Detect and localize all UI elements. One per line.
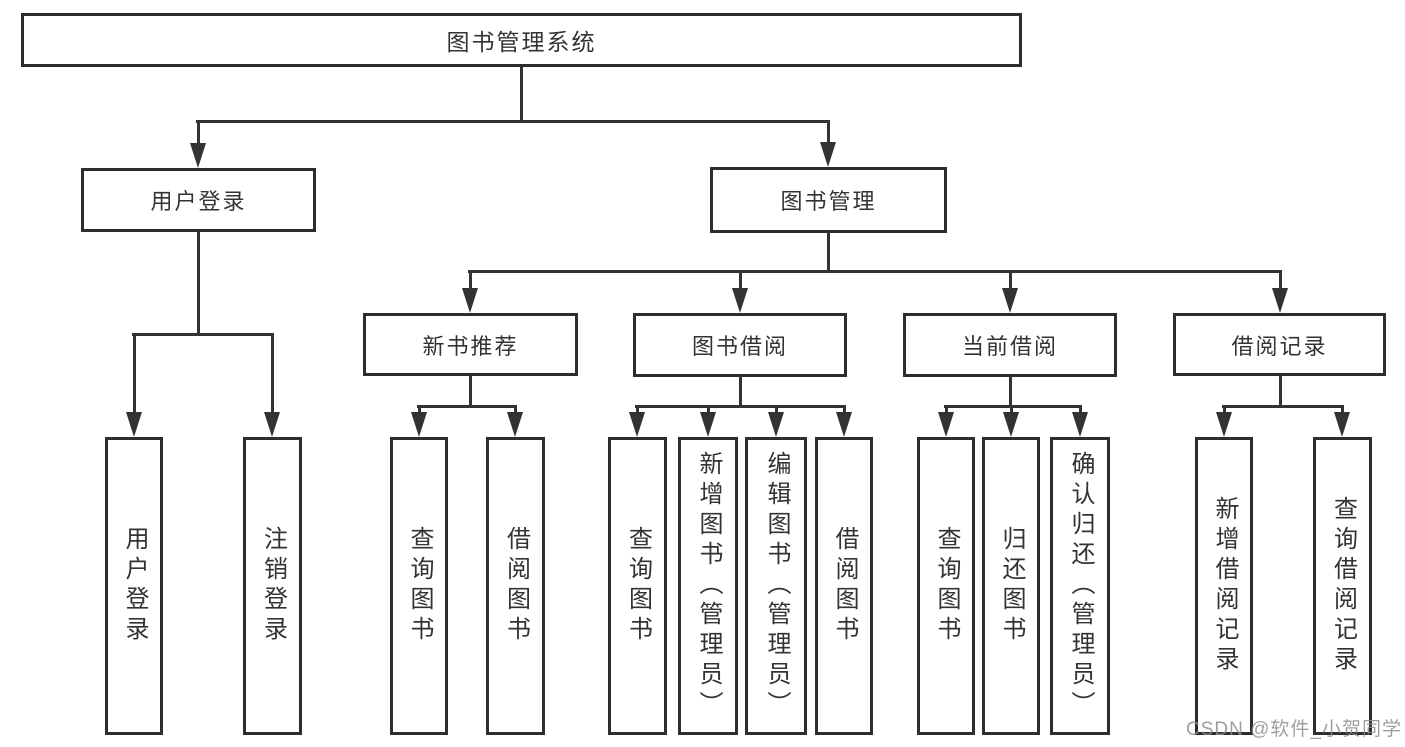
arrowhead-icon bbox=[836, 412, 852, 437]
node-label: 图书借阅 bbox=[691, 334, 788, 359]
arrowhead-icon bbox=[1216, 412, 1232, 437]
csdn-watermark: CSDN @软件_小贺同学 bbox=[1186, 719, 1402, 740]
connector-vline bbox=[706, 405, 710, 417]
arrowhead-icon bbox=[768, 412, 784, 437]
node-label: 图书管理 bbox=[780, 189, 877, 214]
connector-vline bbox=[1008, 270, 1012, 293]
connector-vline bbox=[1078, 405, 1082, 417]
node-leaf-query-books-2: 查询图书 bbox=[608, 437, 667, 735]
node-label: 当前借阅 bbox=[961, 334, 1058, 359]
arrowhead-icon bbox=[1072, 412, 1088, 437]
node-label: 用户登录 bbox=[150, 189, 247, 214]
connector-vline bbox=[738, 377, 742, 407]
connector-vline bbox=[270, 333, 274, 417]
node-leaf-query-books-3: 查询图书 bbox=[917, 437, 975, 735]
arrowhead-icon bbox=[190, 143, 206, 168]
arrowhead-icon bbox=[1003, 412, 1019, 437]
node-label: 查询图书 bbox=[406, 526, 433, 646]
arrowhead-icon bbox=[820, 142, 836, 167]
connector-vline bbox=[635, 405, 639, 417]
arrowhead-icon bbox=[411, 412, 427, 437]
connector-vline bbox=[132, 333, 136, 417]
arrowhead-icon bbox=[462, 288, 478, 313]
connector-vline bbox=[842, 405, 846, 417]
node-label: 查询借阅记录 bbox=[1329, 496, 1357, 676]
arrowhead-icon bbox=[938, 412, 954, 437]
node-label: 新增图书（管理员） bbox=[695, 451, 722, 721]
node-leaf-return-book: 归还图书 bbox=[982, 437, 1040, 735]
connector-hline bbox=[132, 333, 274, 336]
node-label: 编辑图书（管理员） bbox=[763, 451, 790, 721]
node-label: 借阅记录 bbox=[1231, 333, 1328, 359]
connector-vline bbox=[944, 405, 948, 417]
node-label: 用户登录 bbox=[121, 526, 148, 646]
node-leaf-user-login: 用户登录 bbox=[105, 437, 163, 735]
connector-vline bbox=[1009, 405, 1013, 417]
node-user-login-branch: 用户登录 bbox=[81, 168, 316, 232]
node-current-borrowing: 当前借阅 bbox=[903, 313, 1117, 377]
arrowhead-icon bbox=[629, 412, 645, 437]
node-book-borrowing: 图书借阅 bbox=[633, 313, 847, 377]
node-label: 查询图书 bbox=[933, 526, 960, 646]
node-leaf-query-borrow-record: 查询借阅记录 bbox=[1313, 437, 1372, 735]
connector-vline bbox=[826, 120, 830, 147]
connector-hline bbox=[196, 120, 830, 123]
arrowhead-icon bbox=[1334, 412, 1350, 437]
node-label: 借阅图书 bbox=[502, 526, 530, 646]
node-leaf-logout: 注销登录 bbox=[243, 437, 302, 735]
connector-vline bbox=[519, 67, 523, 122]
node-leaf-borrow-books-1: 借阅图书 bbox=[486, 437, 545, 735]
node-leaf-confirm-return-admin: 确认归还（管理员） bbox=[1050, 437, 1110, 735]
node-label: 确认归还（管理员） bbox=[1067, 451, 1094, 721]
node-leaf-edit-book-admin: 编辑图书（管理员） bbox=[745, 437, 807, 735]
connector-hline bbox=[1222, 405, 1344, 408]
node-book-management-branch: 图书管理 bbox=[710, 167, 947, 233]
node-leaf-query-books-1: 查询图书 bbox=[390, 437, 448, 735]
connector-hline bbox=[944, 405, 1081, 408]
arrowhead-icon bbox=[126, 412, 142, 437]
node-label: 归还图书 bbox=[998, 526, 1025, 646]
connector-vline bbox=[468, 376, 472, 407]
connector-vline bbox=[1278, 270, 1282, 293]
connector-hline bbox=[468, 270, 1282, 273]
node-new-book-recommendation: 新书推荐 bbox=[363, 313, 578, 376]
arrowhead-icon bbox=[1002, 288, 1018, 313]
node-borrowing-records: 借阅记录 bbox=[1173, 313, 1386, 376]
connector-vline bbox=[196, 232, 200, 336]
connector-vline bbox=[1008, 377, 1012, 407]
connector-vline bbox=[826, 233, 830, 272]
node-leaf-add-book-admin: 新增图书（管理员） bbox=[678, 437, 738, 735]
node-leaf-add-borrow-record: 新增借阅记录 bbox=[1195, 437, 1253, 735]
node-label: 借阅图书 bbox=[831, 526, 858, 646]
connector-hline bbox=[417, 405, 517, 408]
connector-hline bbox=[635, 405, 846, 408]
connector-vline bbox=[513, 405, 517, 417]
node-library-management-system: 图书管理系统 bbox=[21, 13, 1022, 67]
connector-vline bbox=[1222, 405, 1226, 417]
node-leaf-borrow-books-2: 借阅图书 bbox=[815, 437, 873, 735]
connector-vline bbox=[1340, 405, 1344, 417]
arrowhead-icon bbox=[732, 288, 748, 313]
arrowhead-icon bbox=[700, 412, 716, 437]
node-label: 查询图书 bbox=[624, 526, 652, 646]
node-label: 注销登录 bbox=[259, 526, 287, 646]
connector-vline bbox=[774, 405, 778, 417]
arrowhead-icon bbox=[264, 412, 280, 437]
arrowhead-icon bbox=[1272, 288, 1288, 313]
node-label: 新书推荐 bbox=[422, 333, 519, 359]
arrowhead-icon bbox=[507, 412, 523, 437]
node-label: 新增借阅记录 bbox=[1211, 496, 1238, 676]
connector-vline bbox=[738, 270, 742, 293]
connector-vline bbox=[196, 120, 200, 148]
node-label: 图书管理系统 bbox=[446, 29, 597, 55]
connector-vline bbox=[1278, 376, 1282, 407]
connector-vline bbox=[417, 405, 421, 417]
connector-vline bbox=[468, 270, 472, 293]
